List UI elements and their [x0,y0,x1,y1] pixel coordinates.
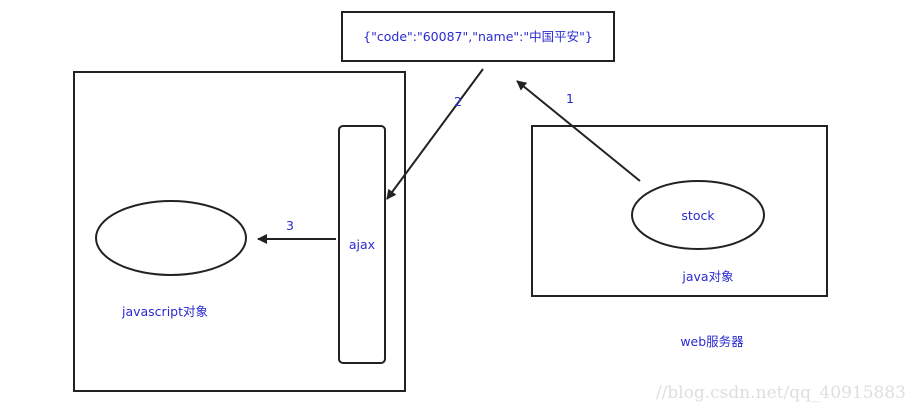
arrow-2 [386,68,484,200]
arrow-2-label: 2 [454,94,462,109]
java-object-label: java对象 [681,269,733,284]
stock-ellipse [631,180,765,250]
arrow-1 [516,80,641,182]
ajax-label: ajax [349,237,375,252]
ajax-box [338,125,386,364]
json-text: {"code":"60087","name":"中国平安"} [363,29,593,44]
web-server-caption: web服务器 [680,334,744,349]
web-server-box: stock java对象 [531,125,828,297]
arrow-1-label: 1 [566,91,574,106]
json-data-box: {"code":"60087","name":"中国平安"} [341,11,615,62]
javascript-object-ellipse [95,200,247,276]
stock-label: stock [681,208,715,223]
arrow-3-label: 3 [286,218,294,233]
javascript-object-label: javascript对象 [121,304,208,319]
browser-box: ajax javascript对象 3 [73,71,406,392]
watermark: //blog.csdn.net/qq_40915883 [656,383,906,403]
